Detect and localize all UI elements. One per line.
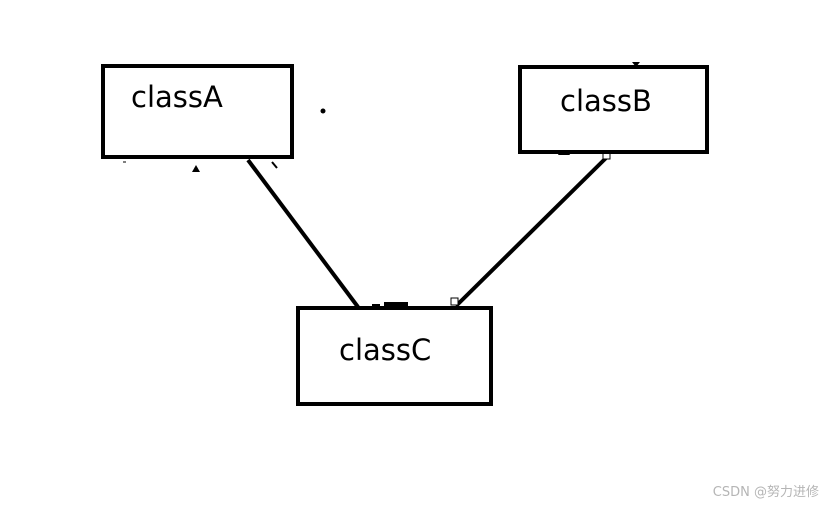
stroke-mark bbox=[271, 161, 278, 169]
class-box-a[interactable]: classA bbox=[101, 64, 294, 159]
connector-handle-c bbox=[450, 297, 459, 306]
edge-classB-classC bbox=[454, 155, 609, 308]
edge-classA-classC bbox=[246, 158, 360, 309]
stroke-mark-c bbox=[384, 302, 408, 306]
class-box-b[interactable]: classB bbox=[518, 65, 709, 154]
stray-dot bbox=[320, 108, 326, 114]
class-label-c: classC bbox=[339, 333, 432, 367]
class-box-c[interactable]: classC bbox=[296, 306, 493, 406]
class-label-a: classA bbox=[131, 80, 223, 114]
watermark: CSDN @努力进修 bbox=[712, 485, 819, 500]
class-label-b: classB bbox=[560, 84, 652, 118]
arrowhead-mark bbox=[192, 165, 200, 172]
corner-mark-b bbox=[632, 62, 640, 67]
